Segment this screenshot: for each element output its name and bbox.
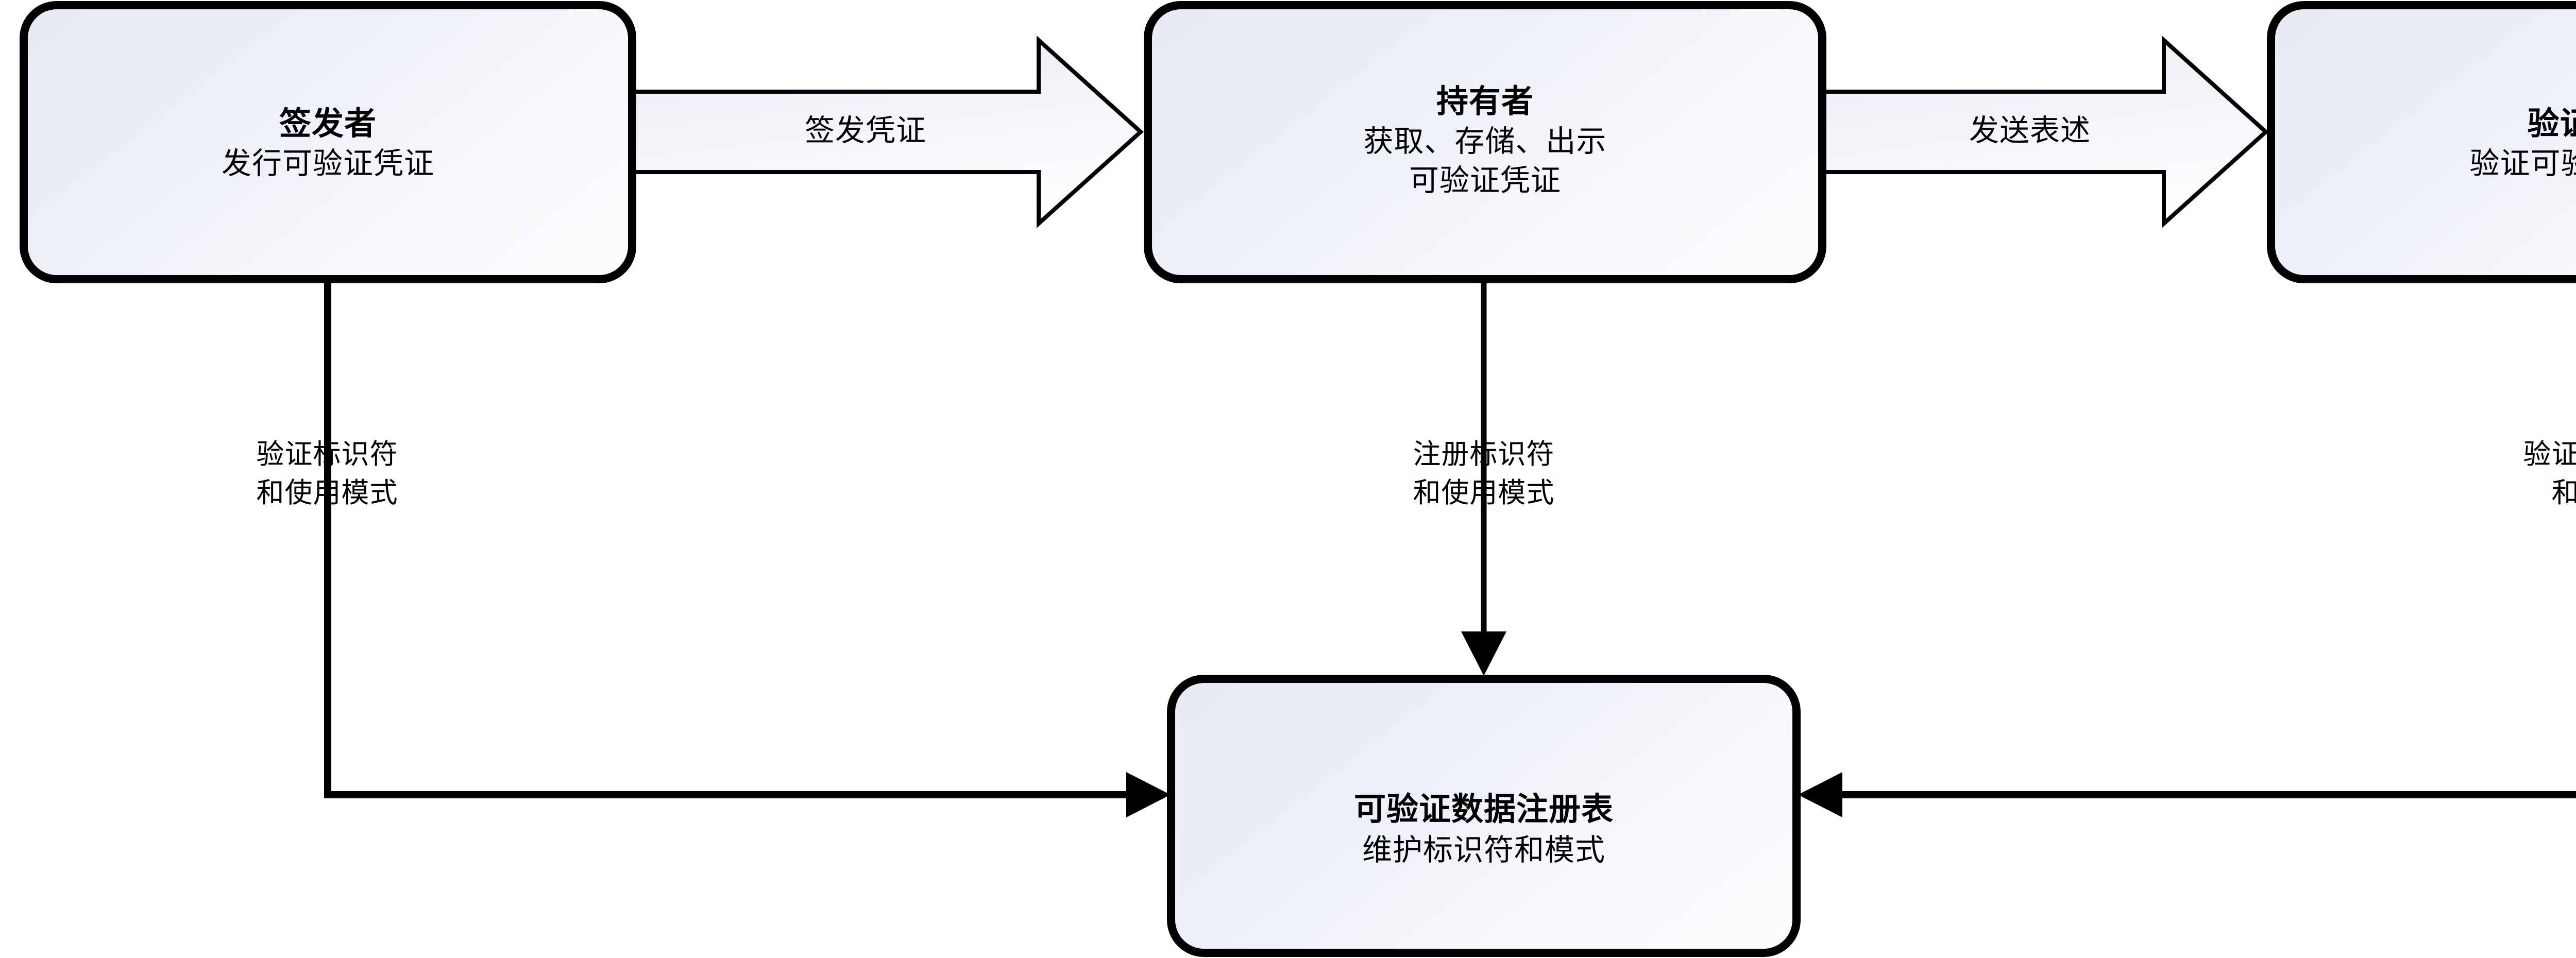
connector-issuer-registry: [324, 282, 1150, 798]
arrowhead-verifier-registry: [1798, 772, 1842, 817]
node-holder[interactable]: 持有者 获取、存储、出示 可验证凭证: [1144, 1, 1826, 283]
node-holder-description-line2: 可验证凭证: [1409, 163, 1561, 197]
connector-label-holder-registry-line1: 注册标识符: [1413, 439, 1555, 470]
node-issuer[interactable]: 签发者 发行可验证凭证: [20, 1, 636, 283]
node-verifier-title: 验证者: [2527, 106, 2576, 142]
node-holder-description-line1: 获取、存储、出示: [1363, 125, 1607, 159]
block-arrow-issue-credential: [631, 36, 1144, 228]
node-verifier-description: 验证可验证凭证: [2469, 146, 2576, 180]
node-verifier[interactable]: 验证者 验证可验证凭证: [2267, 1, 2576, 283]
connector-label-holder-registry-line2: 和使用模式: [1413, 477, 1555, 508]
node-issuer-title: 签发者: [279, 106, 377, 142]
node-holder-title: 持有者: [1436, 83, 1534, 119]
arrowhead-issuer-registry: [1126, 772, 1171, 817]
node-verifiable-data-registry[interactable]: 可验证数据注册表 维护标识符和模式: [1167, 675, 1801, 957]
block-arrow-label-send-presentation: 发送表述: [1969, 114, 2091, 147]
connector-label-verifier-registry: 验证标识符 和模式: [2439, 435, 2576, 512]
connector-label-holder-registry: 注册标识符 和使用模式: [1329, 435, 1638, 512]
connector-label-verifier-registry-line1: 验证标识符: [2523, 439, 2576, 470]
block-arrow-send-presentation: [1821, 36, 2269, 228]
connector-label-issuer-registry-line1: 验证标识符: [256, 439, 398, 470]
connector-label-issuer-registry-line2: 和使用模式: [256, 477, 398, 508]
arrowhead-holder-registry: [1461, 631, 1506, 676]
node-issuer-description: 发行可验证凭证: [221, 146, 434, 180]
connector-label-issuer-registry: 验证标识符 和使用模式: [173, 435, 482, 512]
node-registry-description: 维护标识符和模式: [1362, 833, 1605, 867]
node-registry-title: 可验证数据注册表: [1353, 791, 1614, 827]
connector-label-verifier-registry-line2: 和模式: [2551, 477, 2576, 508]
connector-verifier-registry: [1819, 791, 2576, 798]
block-arrow-label-issue-credential: 签发凭证: [804, 114, 926, 147]
